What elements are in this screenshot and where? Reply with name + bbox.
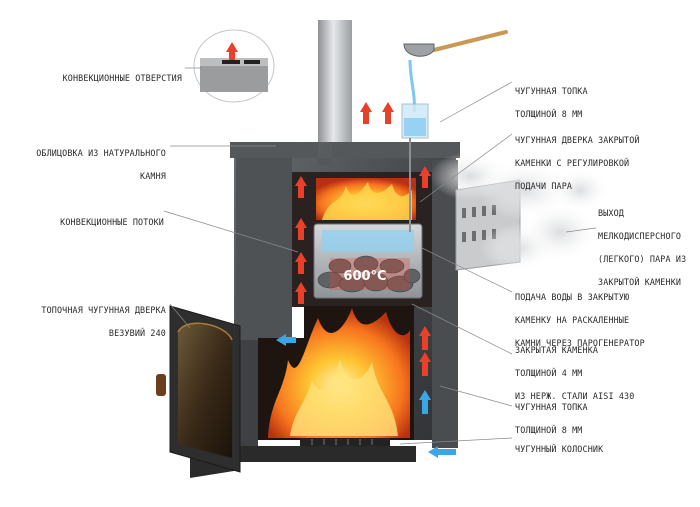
ladle-icon	[401, 30, 508, 232]
grate-slots	[311, 439, 373, 445]
cold-air-arrow-icon	[276, 334, 456, 458]
heater-stones	[317, 255, 421, 293]
stone-lower-block	[236, 340, 258, 450]
label-closed-heater-door: ЧУГУННАЯ ДВЕРКА ЗАКРЫТОЙ КАМЕНКИ С РЕГУЛ…	[515, 134, 640, 191]
label-steam-outlet: ВЫХОД МЕЛКОДИСПЕРСНОГО (ЛЕГКОГО) ПАРА ИЗ…	[598, 207, 687, 287]
door-trim	[177, 322, 233, 341]
label-cast-firebox-top: ЧУГУННАЯ ТОПКА ТОЛЩИНОЙ 8 ММ	[515, 85, 588, 119]
upper-flame	[322, 182, 412, 220]
stove-base	[240, 446, 416, 462]
steam-cloud-icon	[430, 152, 610, 272]
label-firebox-door: ТОПОЧНАЯ ЧУГУННАЯ ДВЕРКА ВЕЗУВИЙ 240	[41, 304, 166, 338]
label-stone-cladding: ОБЛИЦОВКА ИЗ НАТУРАЛЬНОГО КАМНЯ	[36, 147, 166, 181]
hot-air-arrow-icon	[226, 42, 431, 376]
temperature-label: 600°C	[343, 269, 386, 284]
label-convection-holes: КОНВЕКЦИОННЫЕ ОТВЕРСТИЯ	[62, 72, 182, 83]
stone-right-column	[432, 160, 458, 448]
stone-left-column	[236, 158, 292, 348]
label-water-supply: ПОДАЧА ВОДЫ В ЗАКРЫТУЮ КАМЕНКУ НА РАСКАЛ…	[515, 291, 645, 348]
label-closed-heater: ЗАКРЫТАЯ КАМЕНКА ТОЛЩИНОЙ 4 ММ ИЗ НЕРЖ. …	[515, 344, 635, 401]
convection-holes-inset	[193, 29, 275, 103]
heater-water-zone	[322, 230, 414, 252]
main-flame-core	[290, 360, 398, 436]
label-cast-grate: ЧУГУННЫЙ КОЛОСНИК	[515, 443, 604, 454]
label-convection-flows: КОНВЕКЦИОННЫЕ ПОТОКИ	[60, 216, 164, 227]
label-cast-firebox-bottom: ЧУГУННАЯ ТОПКА ТОЛЩИНОЙ 8 ММ	[515, 401, 588, 435]
stone-top-slab	[230, 142, 460, 165]
heater-glow	[330, 258, 410, 290]
firebox-door-glass	[178, 323, 232, 458]
cast-grate	[300, 438, 390, 446]
door-handle	[156, 374, 166, 396]
